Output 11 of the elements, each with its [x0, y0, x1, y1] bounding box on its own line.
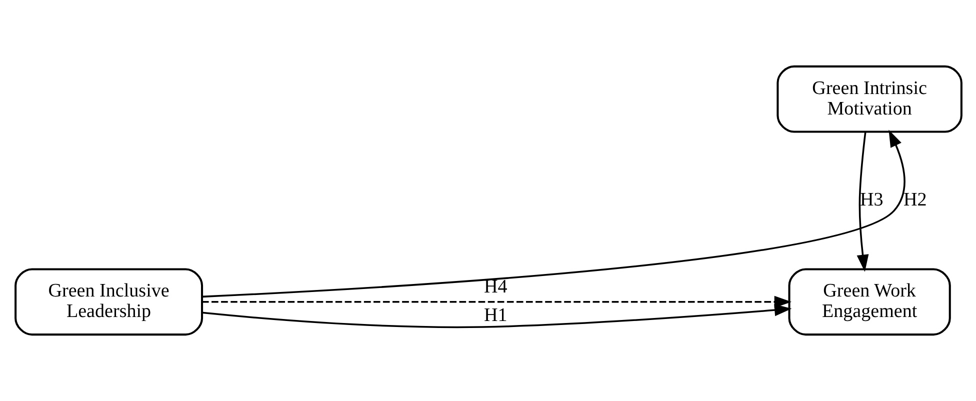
arrow [856, 132, 868, 272]
edge-label: H2 [903, 190, 926, 211]
node-box: Green Intrinsic Motivation [776, 65, 962, 133]
node-box: Green Inclusive Leadership [14, 268, 203, 336]
edge-label: H1 [484, 305, 507, 326]
arrow [202, 130, 905, 298]
edge-label: H3 [859, 190, 883, 211]
arrow [202, 304, 792, 328]
edge-label: H4 [484, 276, 507, 298]
node-box: Green Work Engagement [788, 268, 950, 336]
arrow [202, 296, 792, 308]
